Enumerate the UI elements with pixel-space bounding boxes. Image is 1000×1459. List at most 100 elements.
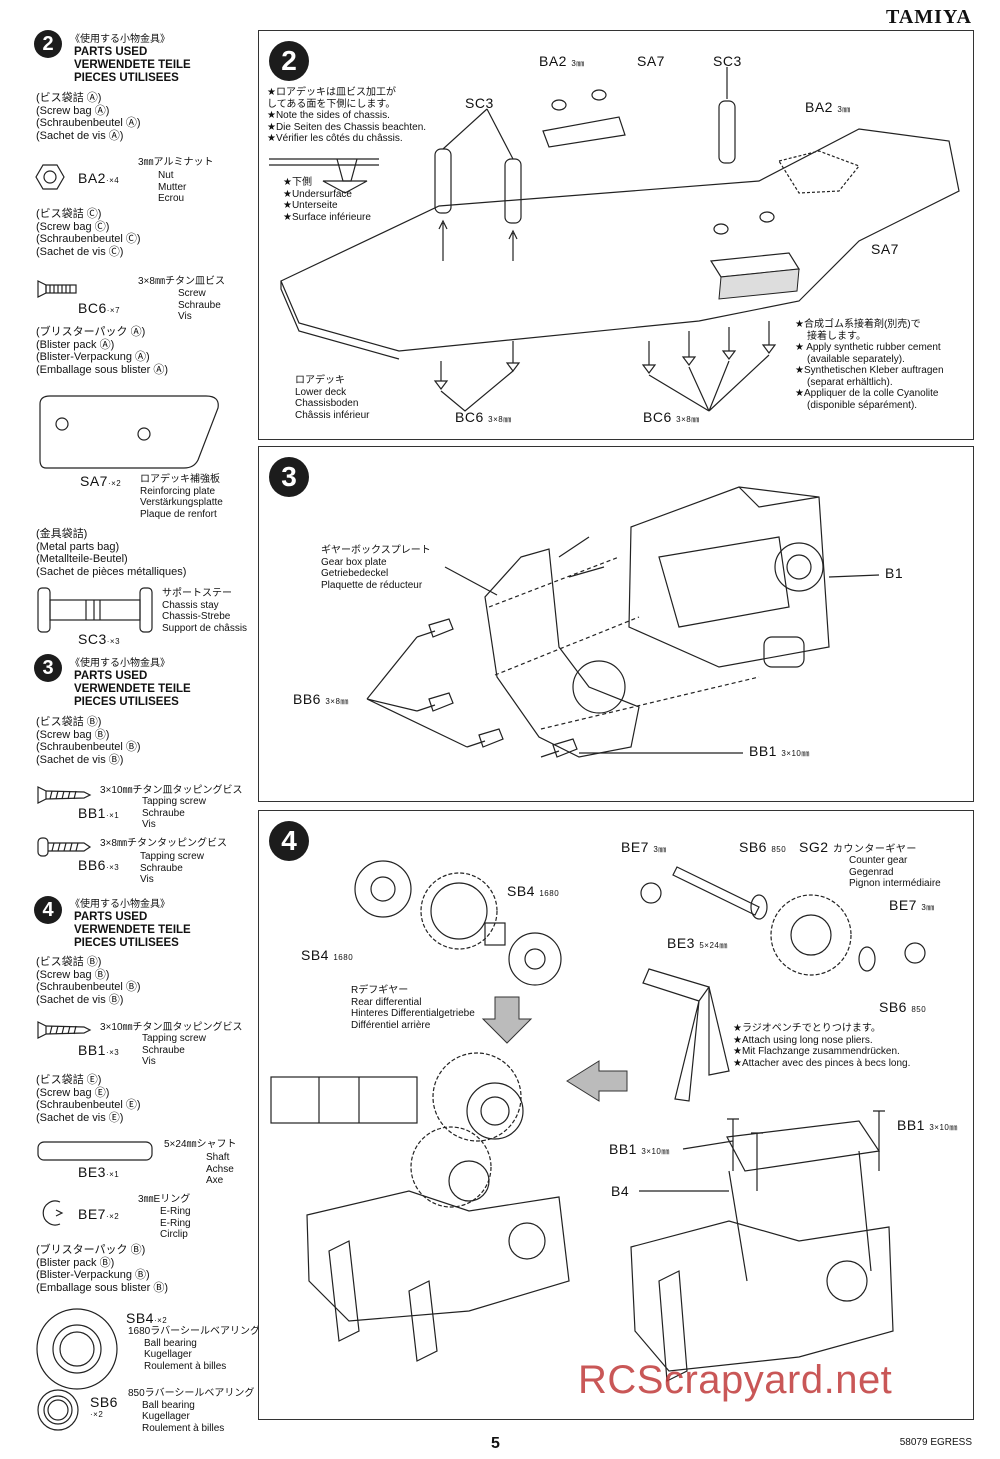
lower-deck-drawing <box>269 67 960 412</box>
glue-note: ★合成ゴム系接着剤(別売)で 接着します。 ★ Apply synthetic … <box>795 319 944 411</box>
bb1-label-b: BB1 3×10㎜ <box>897 1117 958 1133</box>
ball-bearing-850-icon <box>37 1389 79 1431</box>
sb6-names: 850ラバーシールベアリング Ball bearing Kugellager R… <box>128 1388 255 1434</box>
step2-parts-heading: PARTS USED VERWENDETE TEILE PIECES UTILI… <box>74 46 191 84</box>
sa7-code: SA7·×2 <box>80 473 122 489</box>
bc6-label-b: BC6 3×8㎜ <box>643 409 700 425</box>
sb6-label-b: SB6 850 <box>879 999 927 1015</box>
step3-bagB: (ビス袋詰 Ⓑ) (Screw bag Ⓑ) (Schraubenbeutel … <box>36 716 141 766</box>
sc3-names: サポートステー Chassis stay Chassis-Strebe Supp… <box>162 588 248 634</box>
sa7-names: ロアデッキ補強板 Reinforcing plate Verstärkungsp… <box>140 474 223 520</box>
bc6-names: Screw Schraube Vis <box>178 288 221 322</box>
deck-note: ★ロアデッキは皿ビス加工が してある面を下側にします。 ★Note the si… <box>267 87 427 144</box>
step4-badge: 4 <box>34 896 62 924</box>
step4-number: 4 <box>269 821 309 861</box>
brand-logo: TAMIYA <box>885 6 972 28</box>
gearbox-plate-label: ギヤーボックスプレート Gear box plate Getriebedecke… <box>321 545 431 591</box>
b1-label: B1 <box>885 565 904 581</box>
bb1-names-step4: Tapping screw Schraube Vis <box>142 1033 206 1067</box>
e-ring-icon <box>42 1200 64 1226</box>
bb6-code: BB6·×3 <box>78 857 120 873</box>
sa7-label-a: SA7 <box>637 53 665 69</box>
footer-code: 58079 EGRESS <box>899 1437 972 1448</box>
step3-badge: 3 <box>34 654 62 682</box>
bb1-label-a: BB1 3×10㎜ <box>609 1141 670 1157</box>
reinforcing-plate-icon <box>39 395 219 469</box>
ba2-code: BA2·×4 <box>78 170 120 186</box>
pliers-note: ★ラジオペンチでとりつけます。 ★Attach using long nose … <box>733 1023 911 1069</box>
nut-icon <box>35 164 65 190</box>
bb6-jp: 3×8㎜チタンタッピングビス <box>100 838 227 849</box>
step4-parts-jp: 《使用する小物金具》 <box>70 899 170 910</box>
chassis-stay-icon <box>37 587 153 633</box>
ba2-label-a: BA2 3㎜ <box>539 53 585 69</box>
bc6-code: BC6·×7 <box>78 300 121 316</box>
counter-gear-names: Counter gear Gegenrad Pignon intermédiai… <box>849 855 941 889</box>
be7-jp: 3㎜Eリング <box>138 1194 191 1205</box>
sb6-label-a: SB6 850 <box>739 839 787 855</box>
step4-panel: 4 <box>258 810 974 1420</box>
step2-bagA: (ビス袋詰 Ⓐ) (Screw bag Ⓐ) (Schraubenbeutel … <box>36 92 141 142</box>
be3-code: BE3·×1 <box>78 1164 120 1180</box>
be3-names: Shaft Achse Axe <box>206 1152 234 1186</box>
be7-code: BE7·×2 <box>78 1206 120 1222</box>
ba2-jp: 3㎜アルミナット <box>138 157 214 168</box>
tapping-screw-icon <box>37 786 92 804</box>
sb4-label-a: SB4 1680 <box>507 883 560 899</box>
step2-bagC: (ビス袋詰 Ⓒ) (Screw bag Ⓒ) (Schraubenbeutel … <box>36 208 141 258</box>
bb1-code-step4: BB1·×3 <box>78 1042 120 1058</box>
bb1-code-step3: BB1·×1 <box>78 805 120 821</box>
bb6-label: BB6 3×8㎜ <box>293 691 349 707</box>
shaft-icon <box>37 1141 153 1161</box>
sb6-code: SB6 ·×2 <box>90 1394 118 1419</box>
be7-label-b: BE7 3㎜ <box>889 897 935 913</box>
step3-parts-jp: 《使用する小物金具》 <box>70 658 170 669</box>
step3-number: 3 <box>269 457 309 497</box>
ba2-names: Nut Mutter Ecrou <box>158 170 187 204</box>
bc6-label-a: BC6 3×8㎜ <box>455 409 512 425</box>
bb1-jp-step4: 3×10㎜チタン皿タッピングビス <box>100 1022 243 1033</box>
rear-diff-label: Rデフギヤー Rear differential Hinteres Differ… <box>351 985 475 1031</box>
step2-blisterA: (ブリスターパック Ⓐ) (Blister pack Ⓐ) (Blister-V… <box>36 326 169 376</box>
sc3-label-a: SC3 <box>465 95 494 111</box>
be7-names: E-Ring E-Ring Circlip <box>160 1206 191 1240</box>
ba2-label-b: BA2 3㎜ <box>805 99 851 115</box>
undersurface-note: ★下側 ★Undersurface ★Unterseite ★Surface i… <box>283 177 371 223</box>
step3-panel: 3 ギヤーボックスプレート Gear box plate Getriebedec… <box>258 446 974 802</box>
step2-badge: 2 <box>34 30 62 58</box>
ball-bearing-1680-icon <box>36 1308 118 1390</box>
lower-deck-label: ロアデッキ Lower deck Chassisboden Châssis in… <box>295 375 370 421</box>
step4-bagE: (ビス袋詰 Ⓔ) (Screw bag Ⓔ) (Schraubenbeutel … <box>36 1074 141 1124</box>
gearbox-drawing <box>366 486 880 758</box>
b4-label: B4 <box>611 1183 630 1199</box>
be3-label: BE3 5×24㎜ <box>667 935 728 951</box>
flathead-screw-icon <box>37 280 77 298</box>
page-number: 5 <box>491 1435 500 1452</box>
bb1-names-step3: Tapping screw Schraube Vis <box>142 796 206 830</box>
sa7-label-b: SA7 <box>871 241 899 257</box>
sc3-code: SC3·×3 <box>78 631 121 647</box>
watermark: RCScrapyard.net <box>578 1358 893 1402</box>
tapping-screw-icon-2 <box>37 1021 92 1039</box>
bb1-label: BB1 3×10㎜ <box>749 743 810 759</box>
bb6-names: Tapping screw Schraube Vis <box>140 851 204 885</box>
step4-parts-heading: PARTS USED VERWENDETE TEILE PIECES UTILI… <box>74 911 191 949</box>
sg2-label: SG2 カウンターギヤー <box>799 839 917 855</box>
differential-drawing <box>270 860 926 1382</box>
step4-bagB: (ビス袋詰 Ⓑ) (Screw bag Ⓑ) (Schraubenbeutel … <box>36 956 141 1006</box>
sc3-label-b: SC3 <box>713 53 742 69</box>
sb4-label-b: SB4 1680 <box>301 947 354 963</box>
bb1-jp: 3×10㎜チタン皿タッピングビス <box>100 785 243 796</box>
step2-panel: 2 <box>258 30 974 440</box>
step2-number: 2 <box>269 41 309 81</box>
step2-metal-bag: (金具袋詰) (Metal parts bag) (Metallteile-Be… <box>36 528 187 578</box>
step2-parts-jp: 《使用する小物金具》 <box>70 34 170 45</box>
step4-blisterB: (ブリスターパック Ⓑ) (Blister pack Ⓑ) (Blister-V… <box>36 1244 169 1294</box>
be7-label-a: BE7 3㎜ <box>621 839 667 855</box>
sb4-code: SB4·×2 <box>126 1310 168 1326</box>
bc6-jp: 3×8㎜チタン皿ビス <box>138 276 225 287</box>
be3-jp: 5×24㎜シャフト <box>164 1139 237 1150</box>
pan-screw-icon <box>37 837 92 857</box>
step3-parts-heading: PARTS USED VERWENDETE TEILE PIECES UTILI… <box>74 670 191 708</box>
sb4-names: 1680ラバーシールベアリング Ball bearing Kugellager … <box>128 1326 260 1372</box>
